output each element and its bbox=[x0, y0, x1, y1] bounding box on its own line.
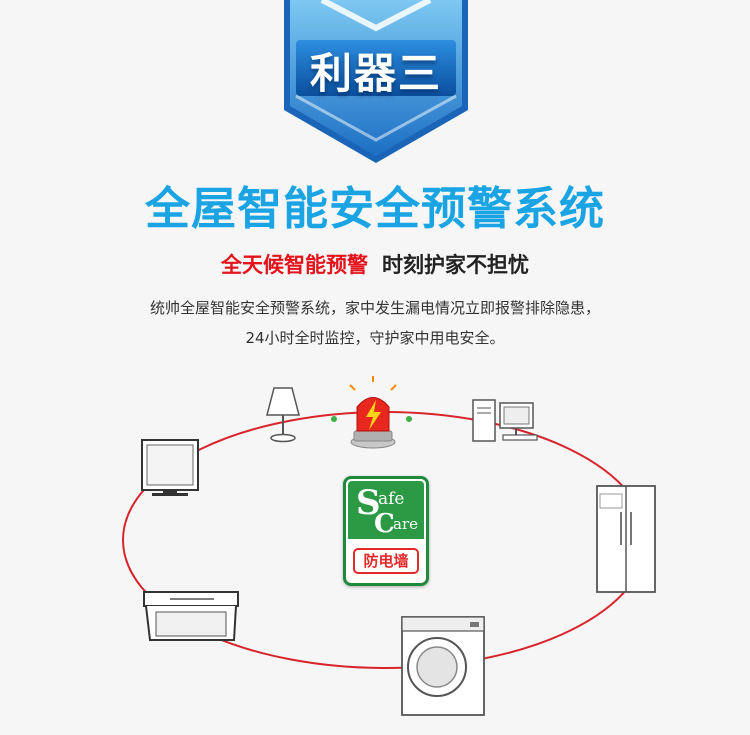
ring-node-left bbox=[331, 416, 337, 422]
alarm-beacon-icon bbox=[349, 376, 397, 449]
badge-green-panel: S afe C are bbox=[348, 481, 424, 539]
badge-care-initial: C bbox=[374, 509, 395, 539]
computer-icon bbox=[472, 399, 538, 442]
subtitle: 全天候智能预警时刻护家不担忧 bbox=[0, 249, 750, 279]
ring-node-right bbox=[406, 416, 412, 422]
washing-machine-icon bbox=[401, 616, 485, 716]
subtitle-highlight: 全天候智能预警 bbox=[221, 253, 368, 277]
device-ring-diagram bbox=[122, 376, 656, 716]
tv-icon bbox=[141, 439, 199, 496]
range-hood-icon bbox=[143, 591, 239, 641]
refrigerator-icon bbox=[596, 485, 656, 593]
badge-care-rest: are bbox=[393, 515, 418, 533]
lamp-icon bbox=[266, 387, 300, 443]
feature-banner: 利器三 bbox=[282, 0, 470, 165]
shield-shape bbox=[284, 0, 468, 163]
badge-safe-initial: S bbox=[356, 483, 381, 523]
badge-chinese-label: 防电墙 bbox=[353, 548, 419, 574]
description-line-1: 统帅全屋智能安全预警系统，家中发生漏电情况立即报警排除隐患， bbox=[149, 299, 600, 317]
safe-care-badge: S afe C are 防电墙 bbox=[343, 476, 429, 586]
badge-safe-rest: afe bbox=[378, 489, 405, 509]
subtitle-rest: 时刻护家不担忧 bbox=[382, 253, 529, 277]
main-title: 全屋智能安全预警系统 bbox=[144, 182, 605, 235]
description-line-2: 24小时全时监控，守护家中用电安全。 bbox=[245, 329, 505, 347]
banner-label: 利器三 bbox=[309, 49, 442, 98]
